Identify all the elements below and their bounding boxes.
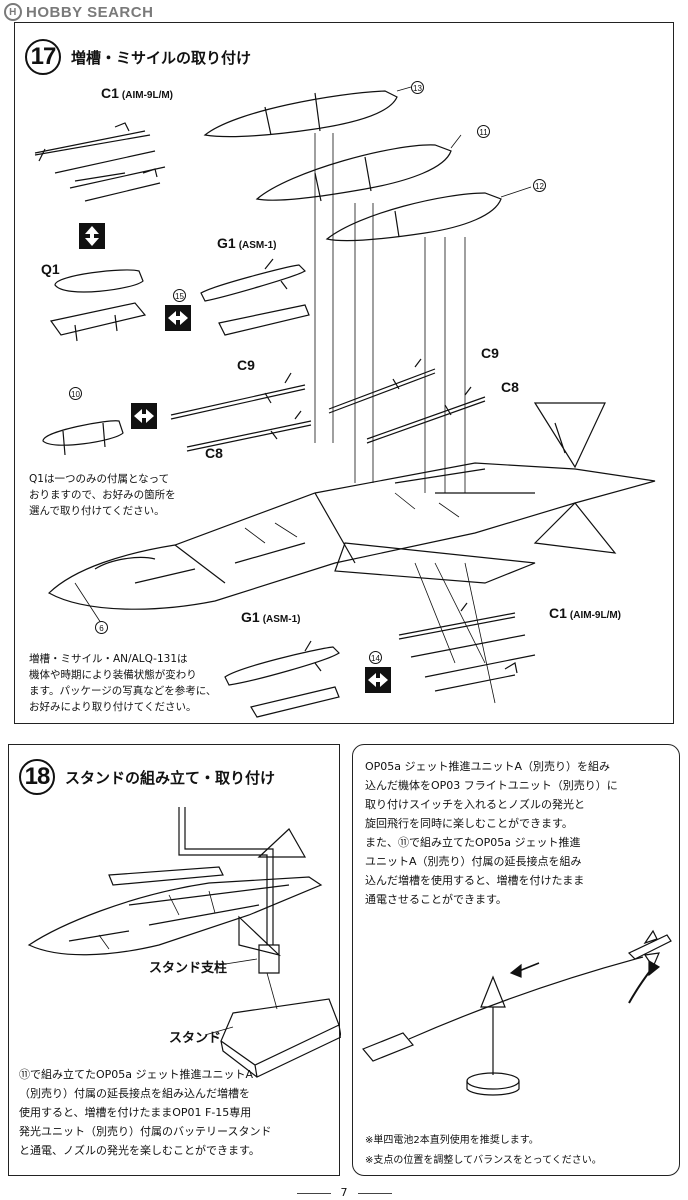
missile-c8-right [366, 386, 486, 444]
stand-base [220, 998, 341, 1078]
note-step-18: ⑪で組み立てたOP05a ジェット推進ユニットA（別売り）付属の延長接点を組み込… [19, 1068, 272, 1157]
watermark-logo: H [4, 3, 22, 21]
flight-unit-info-panel: OP05a ジェット推進ユニットA（別売り）を組み込んだ機体をOP03 フライト… [352, 744, 680, 1176]
pod-q1 [54, 269, 144, 293]
stand-base-disc [466, 1072, 520, 1090]
step-17-number: 17 [25, 39, 61, 75]
note-q1: Q1は一つのみの付属となっておりますので、お好みの箇所を選んで取り付けてください… [29, 473, 176, 517]
stand-wire [178, 807, 274, 945]
step-17-illustration [34, 86, 656, 718]
missile-c8-left [186, 410, 312, 452]
step-18-panel: 18 スタンドの組み立て・取り付け スタンド支柱 スタンド ⑪で組み立てたOP0… [8, 744, 341, 1176]
callout-10: 10 [69, 387, 82, 400]
callout-15: 15 [173, 289, 186, 302]
missile-g1-top [200, 264, 306, 302]
label-stand: スタンド [169, 1030, 222, 1045]
label-c9-left: C9 [237, 357, 255, 373]
label-c1-top: C1(AIM-9L/M) [101, 85, 174, 101]
step-17-title: 増槽・ミサイルの取り付け [71, 49, 252, 67]
missile-c1-top [34, 130, 166, 202]
stand-pole [258, 944, 280, 974]
missile-c9-right [328, 358, 436, 414]
drop-tank-12 [325, 192, 502, 242]
note-battery: ※単四電池2本直列使用を推奨します。 [365, 1135, 539, 1146]
rotating-arm [408, 956, 644, 1040]
missile-c9-left [170, 372, 306, 420]
swap-arrows-icon [131, 403, 157, 429]
drop-tank-11 [255, 144, 452, 201]
callout-14: 14 [369, 651, 382, 664]
note-balance: ※支点の位置を調整してバランスをとってください。 [365, 1155, 602, 1166]
page-number: 7 [0, 1186, 688, 1199]
label-c8-right: C8 [501, 379, 519, 395]
pod-10 [42, 420, 124, 456]
swap-arrows-icon [365, 667, 391, 693]
swap-arrows-icon [165, 305, 191, 331]
aircraft-side [27, 876, 323, 956]
label-g1-bottom: G1(ASM-1) [241, 609, 301, 625]
label-g1-top: G1(ASM-1) [217, 235, 277, 251]
callout-12: 12 [533, 179, 546, 192]
reversible-arrows-icon [79, 223, 105, 249]
flight-unit-illustration [362, 929, 672, 1096]
label-c9-right: C9 [481, 345, 499, 361]
step-18-number: 18 [19, 759, 55, 795]
watermark-text: HOBBY SEARCH [26, 3, 154, 21]
hobby-search-watermark: H HOBBY SEARCH [4, 3, 153, 21]
label-q1: Q1 [41, 261, 60, 277]
pivot-cone [480, 975, 506, 1008]
callout-13: 13 [411, 81, 424, 94]
drop-tank-13 [203, 90, 398, 138]
label-c8-left: C8 [205, 445, 223, 461]
callout-6: 6 [95, 621, 108, 634]
missile-g1-bottom [224, 646, 340, 686]
label-stand-pole: スタンド支柱 [149, 960, 228, 975]
note-fitting: 増槽・ミサイル・AN/ALQ-131は機体や時期により装備状態が変わります。パッ… [29, 653, 217, 713]
callout-11: 11 [477, 125, 490, 138]
info-text: OP05a ジェット推進ユニットA（別売り）を組み込んだ機体をOP03 フライト… [365, 760, 618, 906]
missile-c1-bottom [398, 612, 536, 692]
label-c1-bottom: C1(AIM-9L/M) [549, 605, 622, 621]
step-17-panel: 17 増槽・ミサイルの取り付け [14, 22, 674, 724]
step-18-title: スタンドの組み立て・取り付け [65, 769, 276, 787]
step-18-illustration [27, 807, 341, 1078]
battery-box [362, 1032, 414, 1062]
